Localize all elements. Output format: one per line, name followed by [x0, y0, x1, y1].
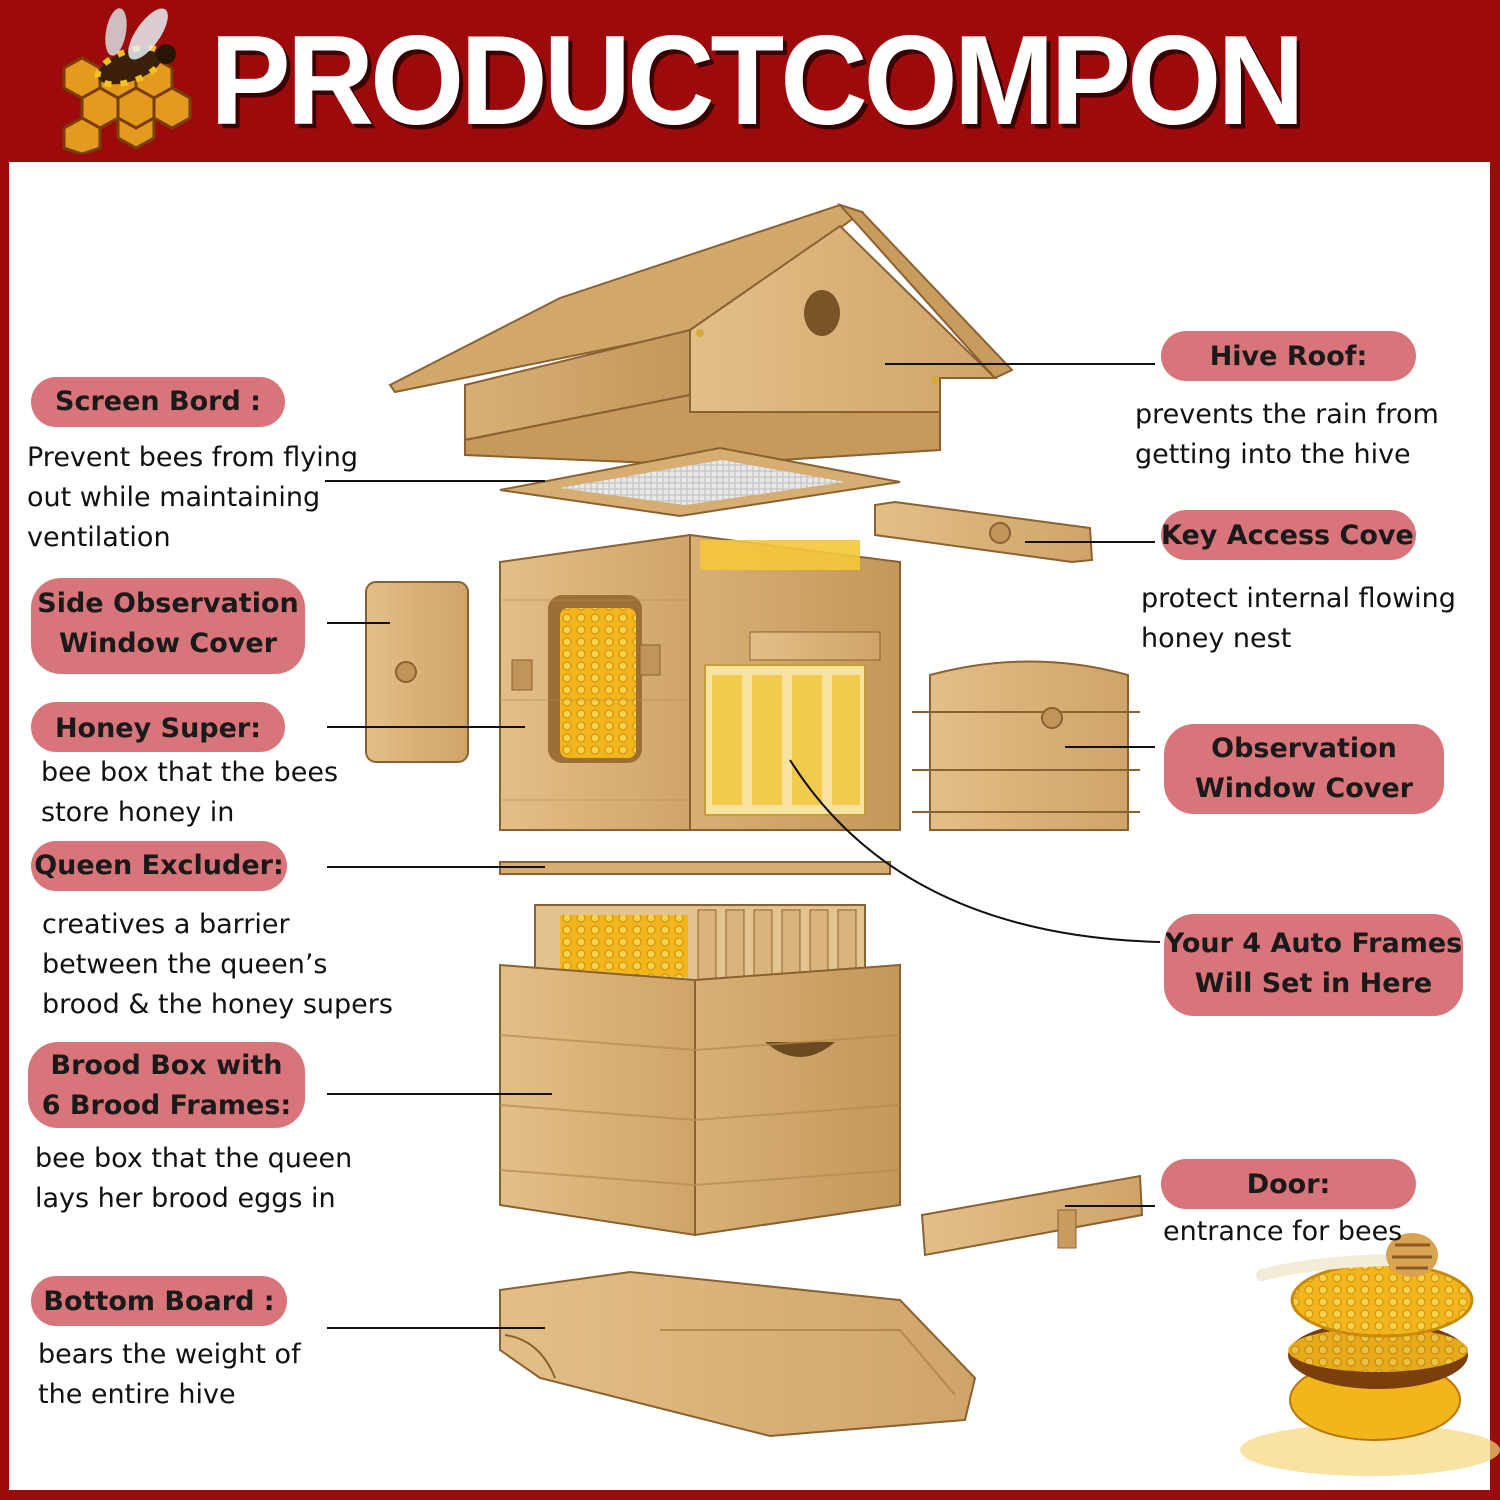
bottom-board [499, 1270, 977, 1438]
brood-box [499, 904, 901, 1237]
side-observation-window-cover [365, 581, 469, 763]
desc-screen-board: Prevent bees from flying out while maint… [27, 442, 358, 553]
honeycomb-stack-icon [1240, 1262, 1500, 1476]
desc-door: entrance for bees [1163, 1216, 1403, 1247]
header-banner: PRODUCTCOMPONENTS [0, 0, 1500, 162]
screen-board [499, 446, 901, 518]
leader-lines [325, 363, 1161, 1329]
desc-bottom-board: bears the weight of the entire hive [38, 1339, 301, 1410]
page-title: PRODUCTCOMPONENTS [210, 10, 1300, 150]
desc-queen-excluder: creatives a barrier between the queen’s … [42, 909, 393, 1020]
entrance-door [920, 1174, 1144, 1257]
label-screen-board: Screen Bord : [31, 377, 285, 427]
label-observation-window-cover: Observation Window Cover [1164, 724, 1444, 814]
label-door: Door: [1161, 1159, 1416, 1209]
label-brood-box: Brood Box with 6 Brood Frames: [28, 1042, 305, 1128]
desc-brood-box: bee box that the queen lays her brood eg… [35, 1143, 353, 1214]
honey-dipper-icon [1256, 1233, 1438, 1281]
desc-honey-super: bee box that the bees store honey in [41, 757, 339, 828]
label-key-access-cover: Key Access Cover: [1161, 510, 1416, 560]
honey-super [499, 533, 901, 831]
key-access-cover [874, 500, 1094, 564]
label-queen-excluder: Queen Excluder: [31, 841, 287, 891]
observation-window-cover [912, 660, 1140, 831]
bee-honeycomb-icon [62, 8, 192, 154]
label-auto-frames: Your 4 Auto Frames Will Set in Here [1164, 914, 1463, 1016]
hive-roof [388, 202, 1014, 467]
label-hive-roof: Hive Roof: [1161, 331, 1416, 381]
label-side-observation-window-cover: Side Observation Window Cover [31, 578, 305, 674]
desc-key-access-cover: protect internal flowing honey nest [1141, 583, 1456, 654]
queen-excluder [499, 861, 891, 875]
label-bottom-board: Bottom Board : [31, 1276, 287, 1326]
desc-hive-roof: prevents the rain from getting into the … [1135, 399, 1439, 470]
label-honey-super: Honey Super: [31, 702, 285, 752]
